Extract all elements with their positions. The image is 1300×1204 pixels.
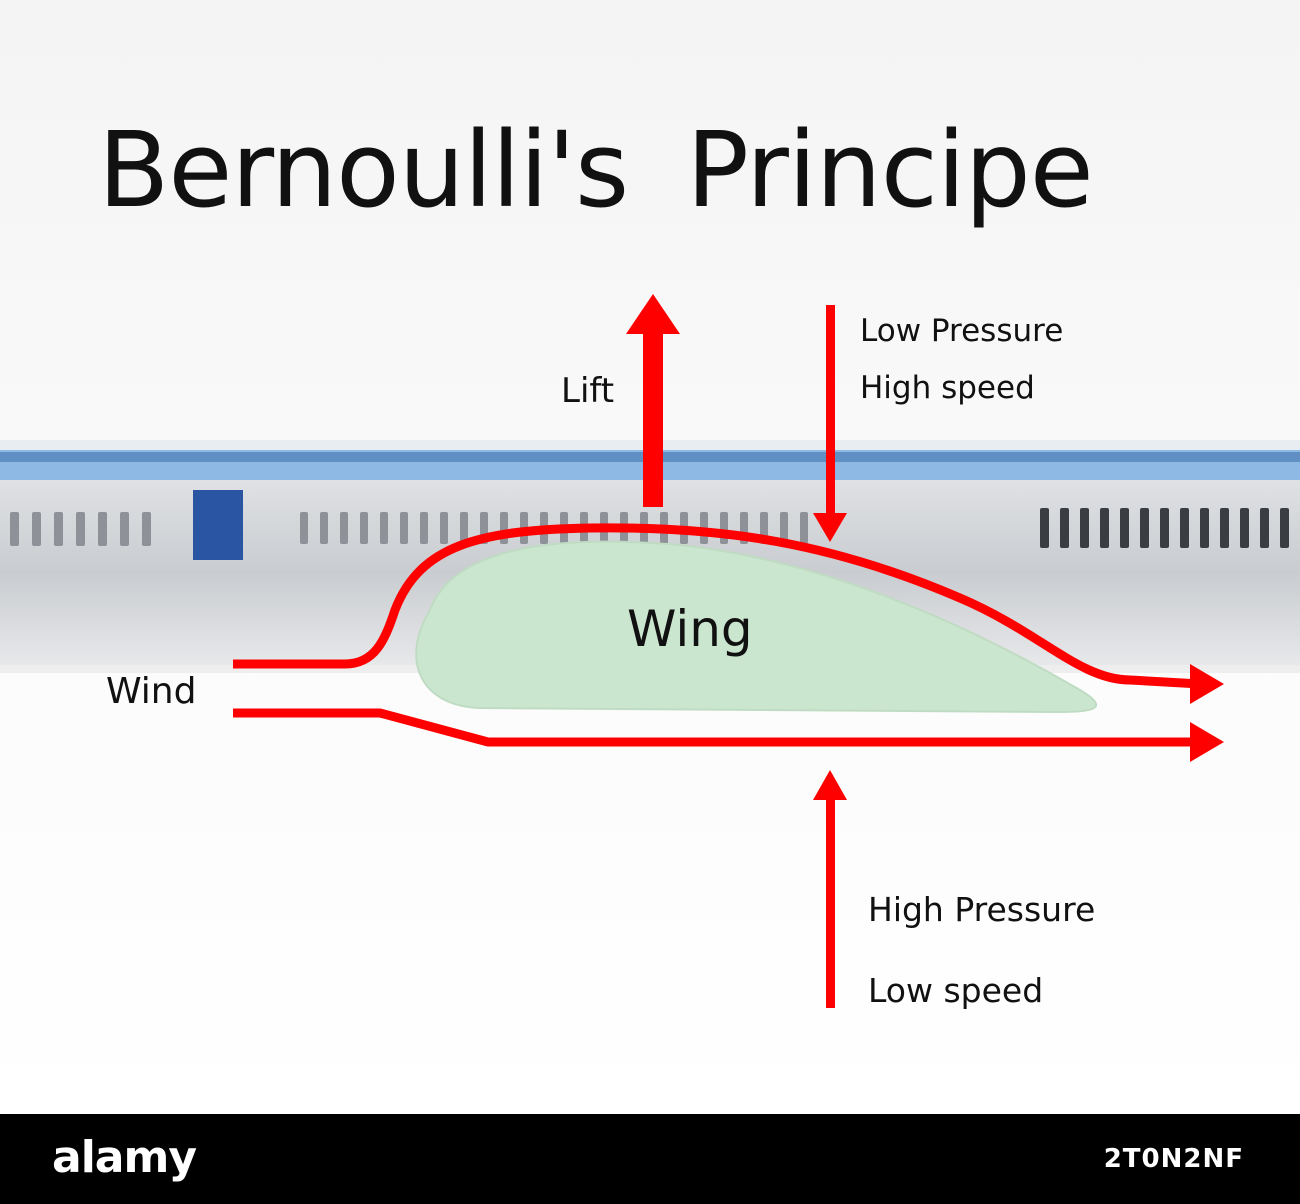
vent-slots-right xyxy=(1040,508,1289,548)
blue-tab xyxy=(193,490,243,560)
lower-airflow-arrowhead xyxy=(1190,722,1224,762)
high-pressure-arrow-head xyxy=(813,770,847,800)
low-speed-label: Low speed xyxy=(868,971,1044,1010)
high-pressure-label: High Pressure xyxy=(868,890,1096,929)
footer-image-id: 2T0N2NF xyxy=(1103,1144,1244,1174)
lift-label: Lift xyxy=(561,371,615,411)
vent-slots-left xyxy=(10,512,151,546)
high-pressure-arrow-shaft xyxy=(826,796,835,1008)
wind-label: Wind xyxy=(106,671,197,712)
upper-airflow-arrowhead xyxy=(1190,664,1224,704)
bernoulli-diagram xyxy=(0,0,1300,1114)
wing-shape xyxy=(415,540,1097,714)
diagram-title: Bernoulli's Principe xyxy=(98,109,1094,231)
low-pressure-arrow-head xyxy=(813,513,847,542)
lift-arrow-head xyxy=(626,294,680,334)
high-speed-label: High speed xyxy=(860,370,1035,406)
upper-airflow-line xyxy=(233,523,1201,689)
footer-bar: alamy 2T0N2NF xyxy=(0,1114,1300,1204)
low-pressure-label: Low Pressure xyxy=(860,313,1064,349)
low-pressure-arrow-shaft xyxy=(826,305,835,517)
footer-logo: alamy xyxy=(52,1132,197,1183)
lower-airflow-line xyxy=(233,708,1200,747)
lift-arrow-shaft xyxy=(643,330,663,507)
wing-label: Wing xyxy=(627,600,753,658)
